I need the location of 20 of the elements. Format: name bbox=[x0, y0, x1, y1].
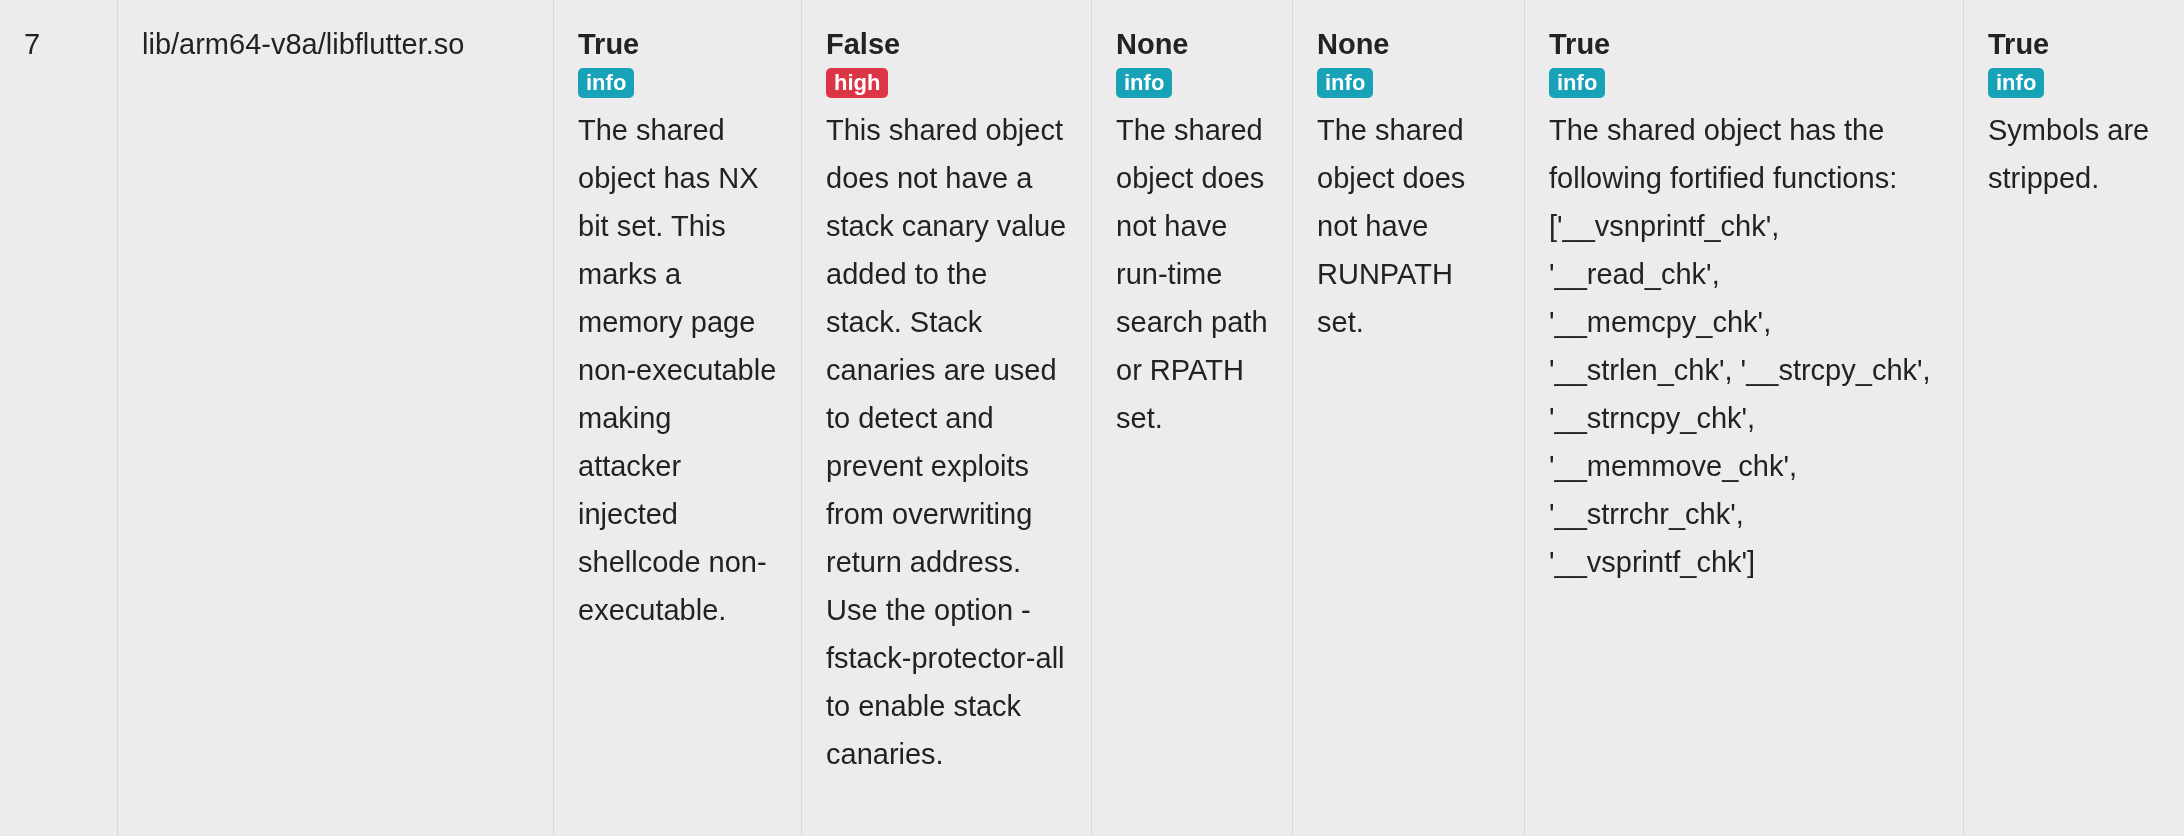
status-value: None bbox=[1317, 27, 1391, 62]
status-value: False bbox=[826, 27, 902, 62]
severity-badge: high bbox=[826, 68, 889, 98]
status-value: True bbox=[1988, 27, 2051, 62]
severity-badge: info bbox=[1988, 68, 2045, 98]
severity-badge: info bbox=[1549, 68, 1606, 98]
description-text: The shared object has NX bit set. This marks a memory page non-executable making attacker injected shellcode non-executable. bbox=[578, 113, 778, 628]
status-value: True bbox=[1549, 27, 1612, 62]
severity-badge: info bbox=[1116, 68, 1173, 98]
description-text: This shared object does not have a stack canary value added to the stack. Stack canaries are used to detect and prevent exploits from overwriting return address. Use the option -fstack-protector-all to enable stack canaries. bbox=[826, 113, 1068, 772]
description-text: The shared object has the following fortified functions: ['__vsnprintf_chk', '__read_chk', '__memcpy_chk', '__strlen_chk', '__strcpy_chk', '__strncpy_chk', '__memmove_chk', '__strrchr_chk', '__vsprintf_chk'] bbox=[1549, 113, 1932, 580]
description-text: The shared object does not have RUNPATH set. bbox=[1317, 113, 1467, 340]
row-number: 7 bbox=[24, 27, 42, 62]
status-value: True bbox=[578, 27, 641, 62]
description-text: Symbols are stripped. bbox=[1988, 113, 2151, 196]
status-value: None bbox=[1116, 27, 1190, 62]
description-text: The shared object does not have run-time search path or RPATH set. bbox=[1116, 113, 1269, 436]
severity-badge: info bbox=[1317, 68, 1374, 98]
file-path: lib/arm64-v8a/libflutter.so bbox=[142, 27, 466, 62]
severity-badge: info bbox=[578, 68, 635, 98]
